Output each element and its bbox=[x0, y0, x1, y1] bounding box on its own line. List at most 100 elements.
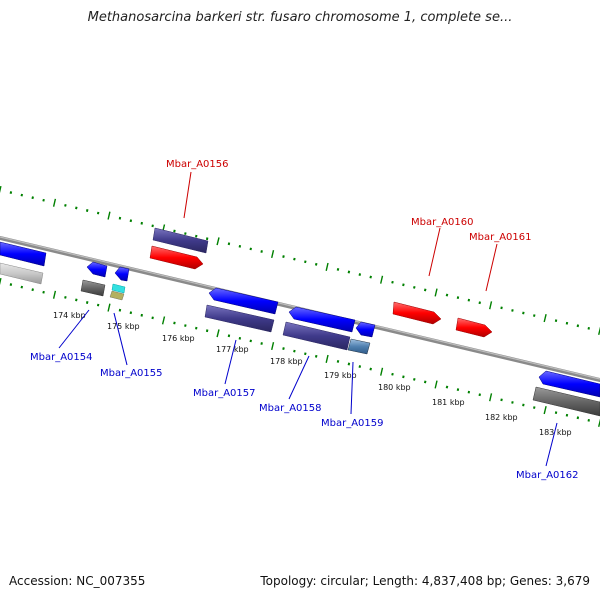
minor-tick bbox=[456, 296, 460, 300]
reverse-features bbox=[0, 241, 600, 417]
minor-tick bbox=[282, 347, 285, 351]
minor-tick bbox=[314, 354, 318, 358]
minor-tick bbox=[478, 393, 481, 397]
major-tick bbox=[216, 237, 220, 246]
minor-tick bbox=[227, 334, 231, 338]
cds-arrow-A0156[interactable] bbox=[149, 245, 204, 270]
minor-tick bbox=[227, 242, 231, 246]
gene-feature-A0157[interactable] bbox=[204, 304, 275, 333]
accession-text: Accession: NC_007355 bbox=[9, 574, 146, 588]
gene-label-A0160[interactable]: Mbar_A0160 bbox=[411, 217, 474, 228]
minor-tick bbox=[587, 418, 590, 422]
minor-tick bbox=[500, 398, 503, 402]
minor-tick bbox=[64, 203, 67, 207]
minor-tick bbox=[260, 342, 263, 345]
gene-label-A0154[interactable]: Mbar_A0154 bbox=[30, 352, 93, 363]
gene-feature-A0162[interactable] bbox=[532, 386, 600, 417]
minor-tick bbox=[391, 280, 394, 284]
cds-arrow-A0162[interactable] bbox=[538, 370, 600, 398]
forward-features bbox=[149, 227, 493, 338]
cds-arrow-A0161[interactable] bbox=[455, 317, 493, 338]
minor-tick bbox=[205, 237, 209, 241]
major-tick bbox=[52, 198, 57, 207]
gene-label-A0162[interactable]: Mbar_A0162 bbox=[516, 470, 579, 481]
minor-tick bbox=[42, 290, 45, 294]
gene-feature-A0153[interactable] bbox=[0, 262, 44, 285]
scale-labels: 174 kbp 175 kbp 176 kbp 177 kbp 178 kbp … bbox=[53, 311, 572, 437]
minor-tick bbox=[478, 301, 481, 305]
gene-feature-A0155-cyan[interactable] bbox=[111, 283, 126, 294]
major-tick bbox=[380, 275, 384, 284]
minor-tick bbox=[238, 244, 242, 248]
minor-tick bbox=[467, 390, 471, 394]
minor-tick bbox=[336, 268, 340, 271]
major-tick bbox=[107, 211, 111, 220]
minor-tick bbox=[184, 324, 187, 327]
upper-tick-track bbox=[0, 185, 600, 335]
minor-tick bbox=[522, 403, 525, 407]
lower-tick-track bbox=[0, 277, 600, 427]
cds-arrow-A0157[interactable] bbox=[208, 287, 279, 315]
scale-label: 180 kbp bbox=[378, 383, 411, 392]
minor-tick bbox=[20, 193, 24, 197]
scale-label: 175 kbp bbox=[107, 322, 140, 331]
major-tick bbox=[0, 185, 2, 194]
minor-tick bbox=[249, 247, 252, 251]
gene-label-A0155[interactable]: Mbar_A0155 bbox=[100, 368, 163, 379]
scale-label: 174 kbp bbox=[53, 311, 86, 320]
minor-tick bbox=[173, 321, 176, 325]
major-tick bbox=[489, 393, 493, 402]
minor-tick bbox=[118, 216, 122, 220]
minor-tick bbox=[358, 365, 362, 368]
gene-feature-A0154[interactable] bbox=[80, 279, 106, 297]
gene-label-A0158[interactable]: Mbar_A0158 bbox=[259, 403, 322, 414]
major-tick bbox=[216, 329, 220, 338]
major-tick bbox=[107, 303, 111, 312]
map-title: Methanosarcina barkeri str. fusaro chrom… bbox=[87, 10, 513, 25]
gene-label-A0159[interactable]: Mbar_A0159 bbox=[321, 418, 384, 429]
minor-tick bbox=[20, 285, 24, 289]
minor-tick bbox=[347, 270, 351, 274]
minor-tick bbox=[336, 360, 340, 363]
minor-tick bbox=[118, 308, 122, 312]
gene-label-A0156[interactable]: Mbar_A0156 bbox=[166, 159, 229, 170]
minor-tick bbox=[195, 234, 198, 238]
minor-tick bbox=[413, 285, 416, 289]
minor-tick bbox=[347, 362, 351, 366]
gene-feature-A0159[interactable] bbox=[347, 338, 371, 355]
major-tick bbox=[380, 367, 384, 376]
minor-tick bbox=[151, 224, 154, 228]
cds-arrow-A0159[interactable] bbox=[355, 321, 376, 338]
minor-tick bbox=[129, 311, 133, 315]
major-tick bbox=[434, 288, 438, 297]
minor-tick bbox=[445, 293, 449, 297]
cds-arrow-A0155[interactable] bbox=[114, 266, 130, 282]
major-tick bbox=[434, 380, 438, 389]
cds-arrow-A0153[interactable] bbox=[0, 241, 47, 267]
scale-label: 182 kbp bbox=[485, 413, 518, 422]
cds-arrow-A0158[interactable] bbox=[288, 306, 356, 333]
major-tick bbox=[543, 406, 547, 415]
gene-label-A0157[interactable]: Mbar_A0157 bbox=[193, 388, 256, 399]
major-tick bbox=[0, 277, 2, 286]
minor-tick bbox=[42, 198, 45, 202]
cds-arrow-A0160[interactable] bbox=[392, 301, 442, 325]
gene-feature-A0156-purple[interactable] bbox=[152, 227, 209, 254]
gene-feature-A0158[interactable] bbox=[282, 321, 351, 351]
minor-tick bbox=[565, 321, 569, 325]
minor-tick bbox=[522, 311, 525, 315]
minor-tick bbox=[9, 191, 13, 194]
gene-label-A0161[interactable]: Mbar_A0161 bbox=[469, 232, 532, 243]
minor-tick bbox=[195, 326, 198, 330]
minor-tick bbox=[282, 255, 285, 259]
cds-arrow-A0154[interactable] bbox=[86, 261, 108, 278]
major-tick bbox=[489, 301, 493, 310]
minor-tick bbox=[151, 316, 154, 320]
minor-tick bbox=[205, 329, 209, 333]
minor-tick bbox=[85, 209, 89, 212]
minor-tick bbox=[260, 250, 263, 253]
gene-feature-A0155-olive[interactable] bbox=[109, 290, 125, 301]
scale-label: 179 kbp bbox=[324, 371, 357, 380]
minor-tick bbox=[413, 377, 416, 381]
